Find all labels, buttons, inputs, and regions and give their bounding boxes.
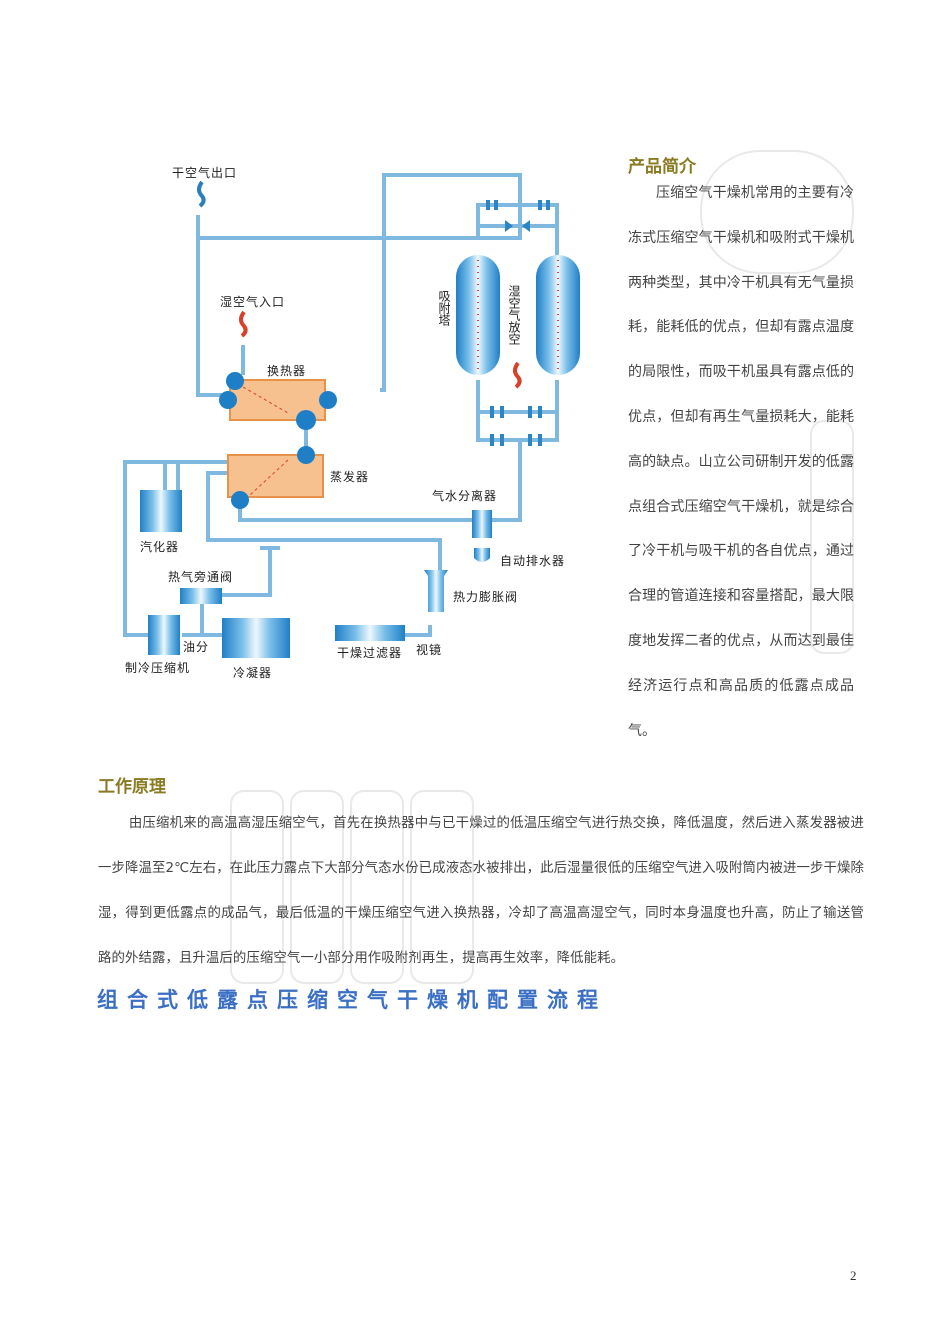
label-adsorption-tower: 吸附塔 xyxy=(437,290,451,326)
diagram-pipes xyxy=(123,173,580,658)
watermark-decoration xyxy=(350,790,404,984)
product-intro-section: 产品简介 压缩空气干燥机常用的主要有冷冻式压缩空气干燥机和吸附式干燥机两种类型，… xyxy=(628,152,854,753)
working-principle-section: 工作原理 由压缩机来的高温高湿压缩空气，首先在换热器中与已干燥过的低温压缩空气进… xyxy=(98,772,864,981)
label-dry-filter: 干燥过滤器 xyxy=(337,646,403,660)
label-vaporizer: 汽化器 xyxy=(140,540,180,554)
label-refrigeration-compressor: 制冷压缩机 xyxy=(125,661,191,675)
watermark-decoration xyxy=(700,150,854,274)
label-sight-glass: 视镜 xyxy=(416,643,443,657)
label-wet-air-inlet: 湿空气入口 xyxy=(220,295,286,309)
label-thermal-expansion-valve: 热力膨胀阀 xyxy=(453,590,519,604)
label-oil-separator: 油分 xyxy=(183,640,210,654)
intro-title: 产品简介 xyxy=(628,157,696,177)
page-number: 2 xyxy=(850,1268,857,1283)
label-evaporator: 蒸发器 xyxy=(330,470,370,484)
watermark-decoration xyxy=(230,790,284,984)
intro-paragraph: 压缩空气干燥机常用的主要有冷冻式压缩空气干燥机和吸附式干燥机两种类型，其中冷干机… xyxy=(628,185,854,739)
watermark-decoration xyxy=(290,790,344,984)
process-flow-diagram: 干空气出口 湿空气入口 换热器 吸附塔 湿空气放空 蒸发器 气水分离器 汽化器 … xyxy=(110,150,620,690)
watermark-decoration xyxy=(410,790,474,984)
label-condenser: 冷凝器 xyxy=(233,666,273,680)
label-auto-drain: 自动排水器 xyxy=(500,554,566,568)
label-dry-air-outlet: 干空气出口 xyxy=(172,166,238,180)
principle-title: 工作原理 xyxy=(98,777,166,797)
label-heat-exchanger: 换热器 xyxy=(267,364,307,378)
flow-title-heading: 组合式低露点压缩空气干燥机配置流程 xyxy=(97,988,607,1012)
wet-air-arrow-icon xyxy=(239,310,248,338)
watermark-decoration xyxy=(810,420,854,654)
label-gas-water-separator: 气水分离器 xyxy=(432,489,498,503)
vent-arrow-icon xyxy=(513,361,522,389)
dry-air-arrow-icon xyxy=(197,180,206,208)
label-hot-gas-bypass-valve: 热气旁通阀 xyxy=(168,570,234,584)
principle-paragraph: 由压缩机来的高温高湿压缩空气，首先在换热器中与已干燥过的低温压缩空气进行热交换，… xyxy=(98,816,864,966)
label-wet-air-vent: 湿空气放空 xyxy=(507,285,521,345)
